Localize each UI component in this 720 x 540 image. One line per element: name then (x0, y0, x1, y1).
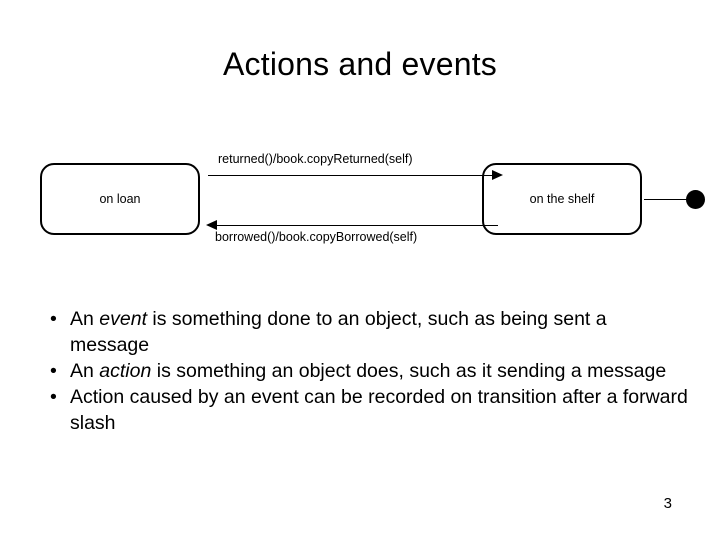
final-state-line (644, 199, 692, 200)
transition-label-returned: returned()/book.copyReturned(self) (218, 152, 413, 166)
state-node-on-the-shelf: on the shelf (482, 163, 642, 235)
transition-line-borrowed (208, 225, 498, 226)
transition-line-returned (208, 175, 498, 176)
bullet-text-1-part-1: event (99, 308, 147, 330)
arrowhead-left-icon (206, 220, 217, 230)
bullet-text-2-part-2: is something an object does, such as it … (151, 360, 667, 382)
bullet-text-2: An action is something an object does, s… (70, 358, 691, 384)
final-state-dot-icon (686, 190, 705, 209)
transition-label-borrowed: borrowed()/book.copyBorrowed(self) (215, 230, 418, 244)
bullet-marker: • (50, 308, 57, 330)
list-item: • Action caused by an event can be recor… (36, 384, 691, 436)
bullet-marker: • (50, 386, 57, 408)
list-item: • An event is something done to an objec… (36, 306, 691, 358)
state-diagram: on loan on the shelf returned()/book.cop… (30, 145, 705, 255)
page-number: 3 (663, 495, 672, 512)
bullet-text-3: Action caused by an event can be recorde… (70, 384, 691, 436)
bullet-text-1-part-2: is something done to an object, such as … (70, 308, 607, 356)
bullet-text-3-part-0: Action caused by an event can be recorde… (70, 386, 688, 434)
page-title: Actions and events (223, 46, 497, 82)
bullet-list: • An event is something done to an objec… (36, 306, 691, 436)
bullet-text-1: An event is something done to an object,… (70, 306, 691, 358)
state-node-on-loan: on loan (40, 163, 200, 235)
bullet-marker: • (50, 360, 57, 382)
bullet-text-2-part-1: action (99, 360, 152, 382)
state-label-on-the-shelf: on the shelf (529, 192, 595, 206)
bullet-text-1-part-0: An (70, 308, 100, 330)
arrowhead-right-icon (492, 170, 503, 180)
bullet-text-2-part-0: An (70, 360, 100, 382)
state-label-on-loan: on loan (99, 192, 141, 206)
list-item: • An action is something an object does,… (36, 358, 691, 384)
